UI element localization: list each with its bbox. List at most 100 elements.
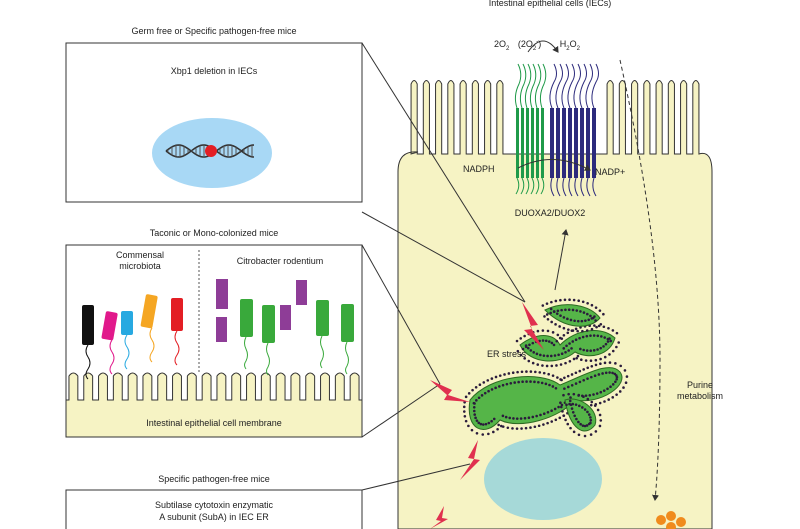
ribosome-dot: [587, 422, 591, 426]
ribosome-dot: [498, 385, 501, 388]
ribosome-dot: [529, 349, 533, 352]
ribosome-dot: [544, 339, 548, 343]
commensal-bacterium: [101, 311, 118, 341]
ribosome-dot: [560, 352, 564, 356]
ribosome-dot: [546, 354, 549, 358]
purine-metabolism-dashed-arrow: [619, 59, 661, 501]
ribosome-dot: [535, 352, 539, 356]
ribosome-dot: [475, 419, 479, 422]
duox2-tail: [568, 177, 573, 197]
ribosome-dot: [602, 345, 605, 348]
citrobacter-purple-bacterium: [216, 317, 227, 342]
ribosome-dot: [562, 393, 565, 397]
ribosome-dot: [474, 416, 477, 420]
ribosome-dot: [531, 341, 535, 345]
ribosome-dot: [566, 331, 570, 335]
ribosome-dot: [615, 377, 618, 381]
ribosome-dot: [513, 381, 517, 384]
ribosome-dot: [608, 337, 611, 340]
ribosome-dot: [600, 335, 603, 338]
reaction-sup: -: [536, 39, 539, 45]
ribosome-dot: [586, 366, 590, 370]
ribosome-dot: [533, 425, 537, 429]
cell-title: Intestinal epithelial cells (IECs): [488, 0, 612, 8]
ribosome-dot: [582, 311, 586, 314]
ribosome-dot: [482, 381, 486, 384]
er-lobe: [564, 398, 597, 432]
ribosome-dot: [580, 319, 584, 323]
ribosome-dot: [577, 420, 580, 424]
ribosome-dot: [507, 372, 511, 375]
ribosome-dot: [562, 333, 566, 337]
ribosome-dot: [501, 414, 505, 418]
ribosome-dot: [550, 420, 554, 423]
ribosome-dot: [574, 382, 578, 385]
ribosome-dot: [585, 334, 589, 338]
ribosome-dot: [563, 376, 566, 380]
ribosome-dot: [596, 348, 599, 351]
ribosome-dot: [527, 359, 531, 363]
ribosome-dot: [598, 309, 602, 312]
duoxa2-loop: [519, 63, 527, 109]
ribosome-dot: [586, 377, 589, 380]
ribosome-dot: [585, 349, 589, 352]
purine-label-2: metabolism: [676, 391, 723, 401]
ribosome-dot: [554, 386, 558, 390]
duox2-loop: [573, 63, 581, 109]
nucleus-shape: [484, 438, 602, 520]
ribosome-dot: [504, 415, 508, 419]
reaction-reactant: 2O: [494, 39, 507, 49]
ribosome-dot: [520, 427, 523, 430]
ribosome-dot: [533, 380, 536, 384]
reaction-sub-1: 2: [506, 45, 510, 52]
ribosome-dot: [586, 410, 589, 414]
ribosome-dot: [508, 416, 512, 420]
ribosome-dot: [519, 353, 523, 357]
ribosome-dot: [565, 344, 568, 348]
ribosome-dot: [586, 312, 589, 316]
commensal-bacterium: [171, 298, 183, 331]
ribosome-dot: [516, 370, 519, 374]
duox2-loop: [585, 63, 593, 109]
ribosome-dot: [474, 386, 478, 389]
ribosome-dot: [549, 307, 553, 311]
ribosome-dot: [572, 430, 576, 434]
ribosome-dot: [475, 399, 478, 402]
ribosome-dot: [481, 423, 485, 426]
ribosome-dot: [490, 419, 493, 423]
citrobacter-rodentium-bacterium: [316, 300, 329, 336]
ribosome-dot: [584, 394, 588, 397]
duox2-helix: [586, 108, 590, 178]
ribosome-dot: [546, 317, 550, 321]
ribosome-dot: [511, 371, 515, 375]
ribosome-dot: [606, 340, 610, 343]
duox2-tail: [550, 177, 555, 197]
ribosome-dot: [586, 397, 590, 401]
ribosome-dot: [524, 344, 528, 347]
ribosome-dot: [604, 371, 608, 375]
ribosome-dot: [555, 339, 559, 343]
ribosome-dot: [526, 346, 530, 350]
duox2-helix: [556, 108, 560, 178]
ribosome-dot: [577, 393, 581, 397]
ribosome-dot: [594, 306, 598, 309]
citrobacter-rodentium-bacterium: [262, 305, 275, 343]
ribosome-dot: [509, 381, 513, 385]
ribosome-dot: [569, 403, 573, 407]
ribosome-dot: [558, 325, 561, 328]
membrane-villi: [65, 372, 363, 438]
ribosome-dot: [593, 404, 597, 407]
ribosome-dot: [609, 339, 613, 343]
ribosome-dot: [472, 405, 476, 409]
ribosome-dot: [581, 300, 585, 304]
ribosome-dot: [590, 364, 594, 368]
ribosome-dot: [582, 368, 586, 371]
ribosome-dot: [492, 430, 495, 434]
duoxa2-tail: [530, 177, 535, 195]
er-to-duox-arrow: [554, 229, 569, 291]
spf-panel-frame: [65, 489, 363, 529]
ribosome-dot: [486, 379, 490, 382]
ribosome-dot: [581, 424, 585, 427]
ribosome-dot: [575, 309, 579, 312]
ribosome-dot: [554, 323, 557, 326]
